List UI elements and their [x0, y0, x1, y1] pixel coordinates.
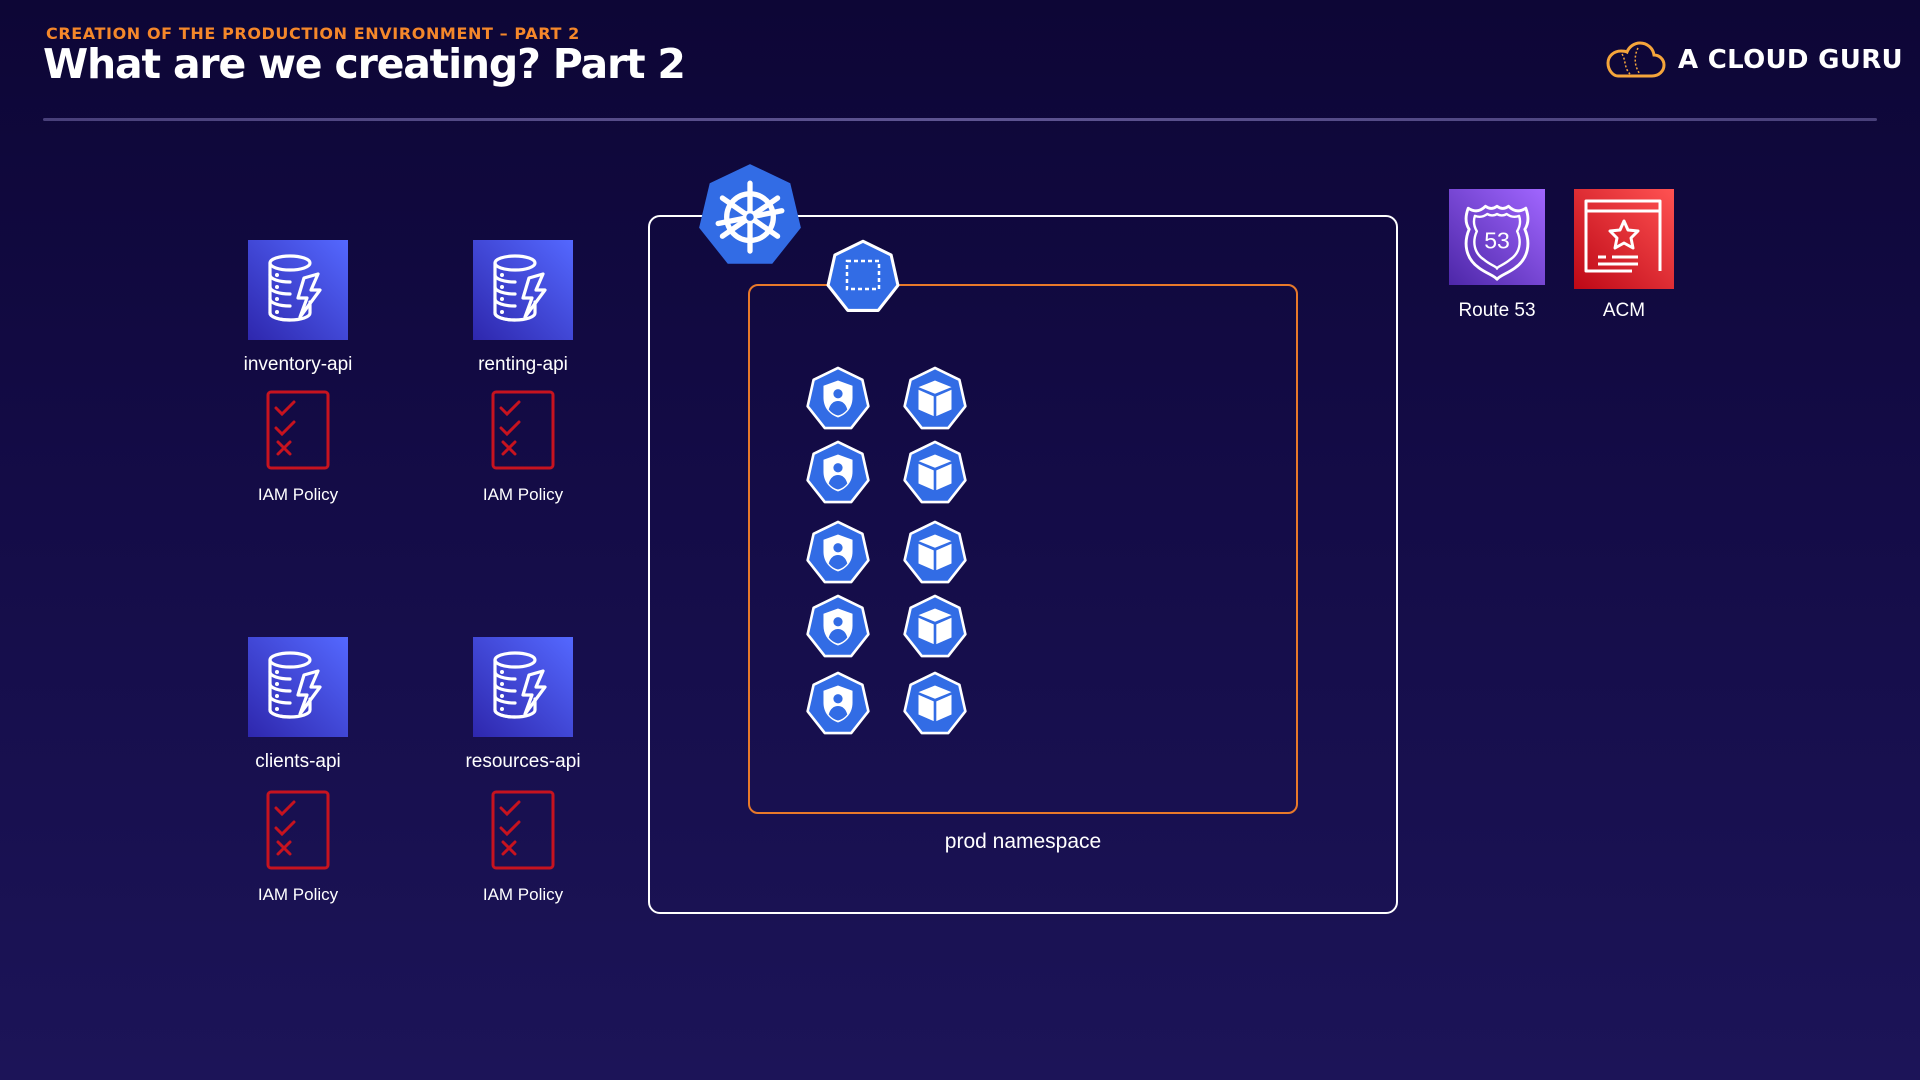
table-label: resources-api	[465, 751, 581, 772]
table-label: inventory-api	[243, 354, 353, 375]
service-label: Route 53	[1458, 300, 1536, 321]
route53-badge: 53	[1484, 228, 1510, 254]
page-title: What are we creating? Part 2	[43, 40, 686, 88]
table-label: renting-api	[478, 354, 568, 375]
iam-policy-icon[interactable]	[491, 390, 555, 470]
pod-icon[interactable]	[902, 520, 968, 586]
pod-icon[interactable]	[902, 594, 968, 660]
service-account-icon[interactable]	[805, 671, 871, 737]
brand-name: A CLOUD GURU	[1678, 45, 1903, 75]
iam-policy-icon[interactable]	[266, 390, 330, 470]
route53-icon[interactable]: 53	[1449, 189, 1545, 285]
service-account-icon[interactable]	[805, 440, 871, 506]
policy-label: IAM Policy	[482, 485, 564, 504]
kubernetes-icon[interactable]	[697, 162, 803, 268]
service-account-icon[interactable]	[805, 366, 871, 432]
dynamodb-icon[interactable]	[248, 240, 348, 340]
dynamodb-icon[interactable]	[473, 240, 573, 340]
policy-label: IAM Policy	[257, 485, 339, 504]
dynamodb-icon[interactable]	[473, 637, 573, 737]
service-account-icon[interactable]	[805, 520, 871, 586]
service-account-icon[interactable]	[805, 594, 871, 660]
cloud-icon	[1606, 41, 1666, 78]
header-divider	[43, 118, 1877, 121]
prod-namespace-box	[748, 284, 1298, 814]
pod-icon[interactable]	[902, 671, 968, 737]
namespace-icon[interactable]	[825, 239, 901, 315]
brand-logo: A CLOUD GURU	[1604, 40, 1903, 80]
section-eyebrow: CREATION OF THE PRODUCTION ENVIRONMENT –…	[46, 24, 580, 43]
iam-policy-icon[interactable]	[491, 790, 555, 870]
policy-label: IAM Policy	[257, 885, 339, 904]
table-label: clients-api	[255, 751, 341, 772]
namespace-label: prod namespace	[944, 830, 1102, 853]
iam-policy-icon[interactable]	[266, 790, 330, 870]
pod-icon[interactable]	[902, 440, 968, 506]
service-label: ACM	[1602, 300, 1646, 321]
acm-icon[interactable]	[1574, 189, 1674, 289]
policy-label: IAM Policy	[482, 885, 564, 904]
dynamodb-icon[interactable]	[248, 637, 348, 737]
eks-cluster-box	[648, 215, 1398, 914]
pod-icon[interactable]	[902, 366, 968, 432]
